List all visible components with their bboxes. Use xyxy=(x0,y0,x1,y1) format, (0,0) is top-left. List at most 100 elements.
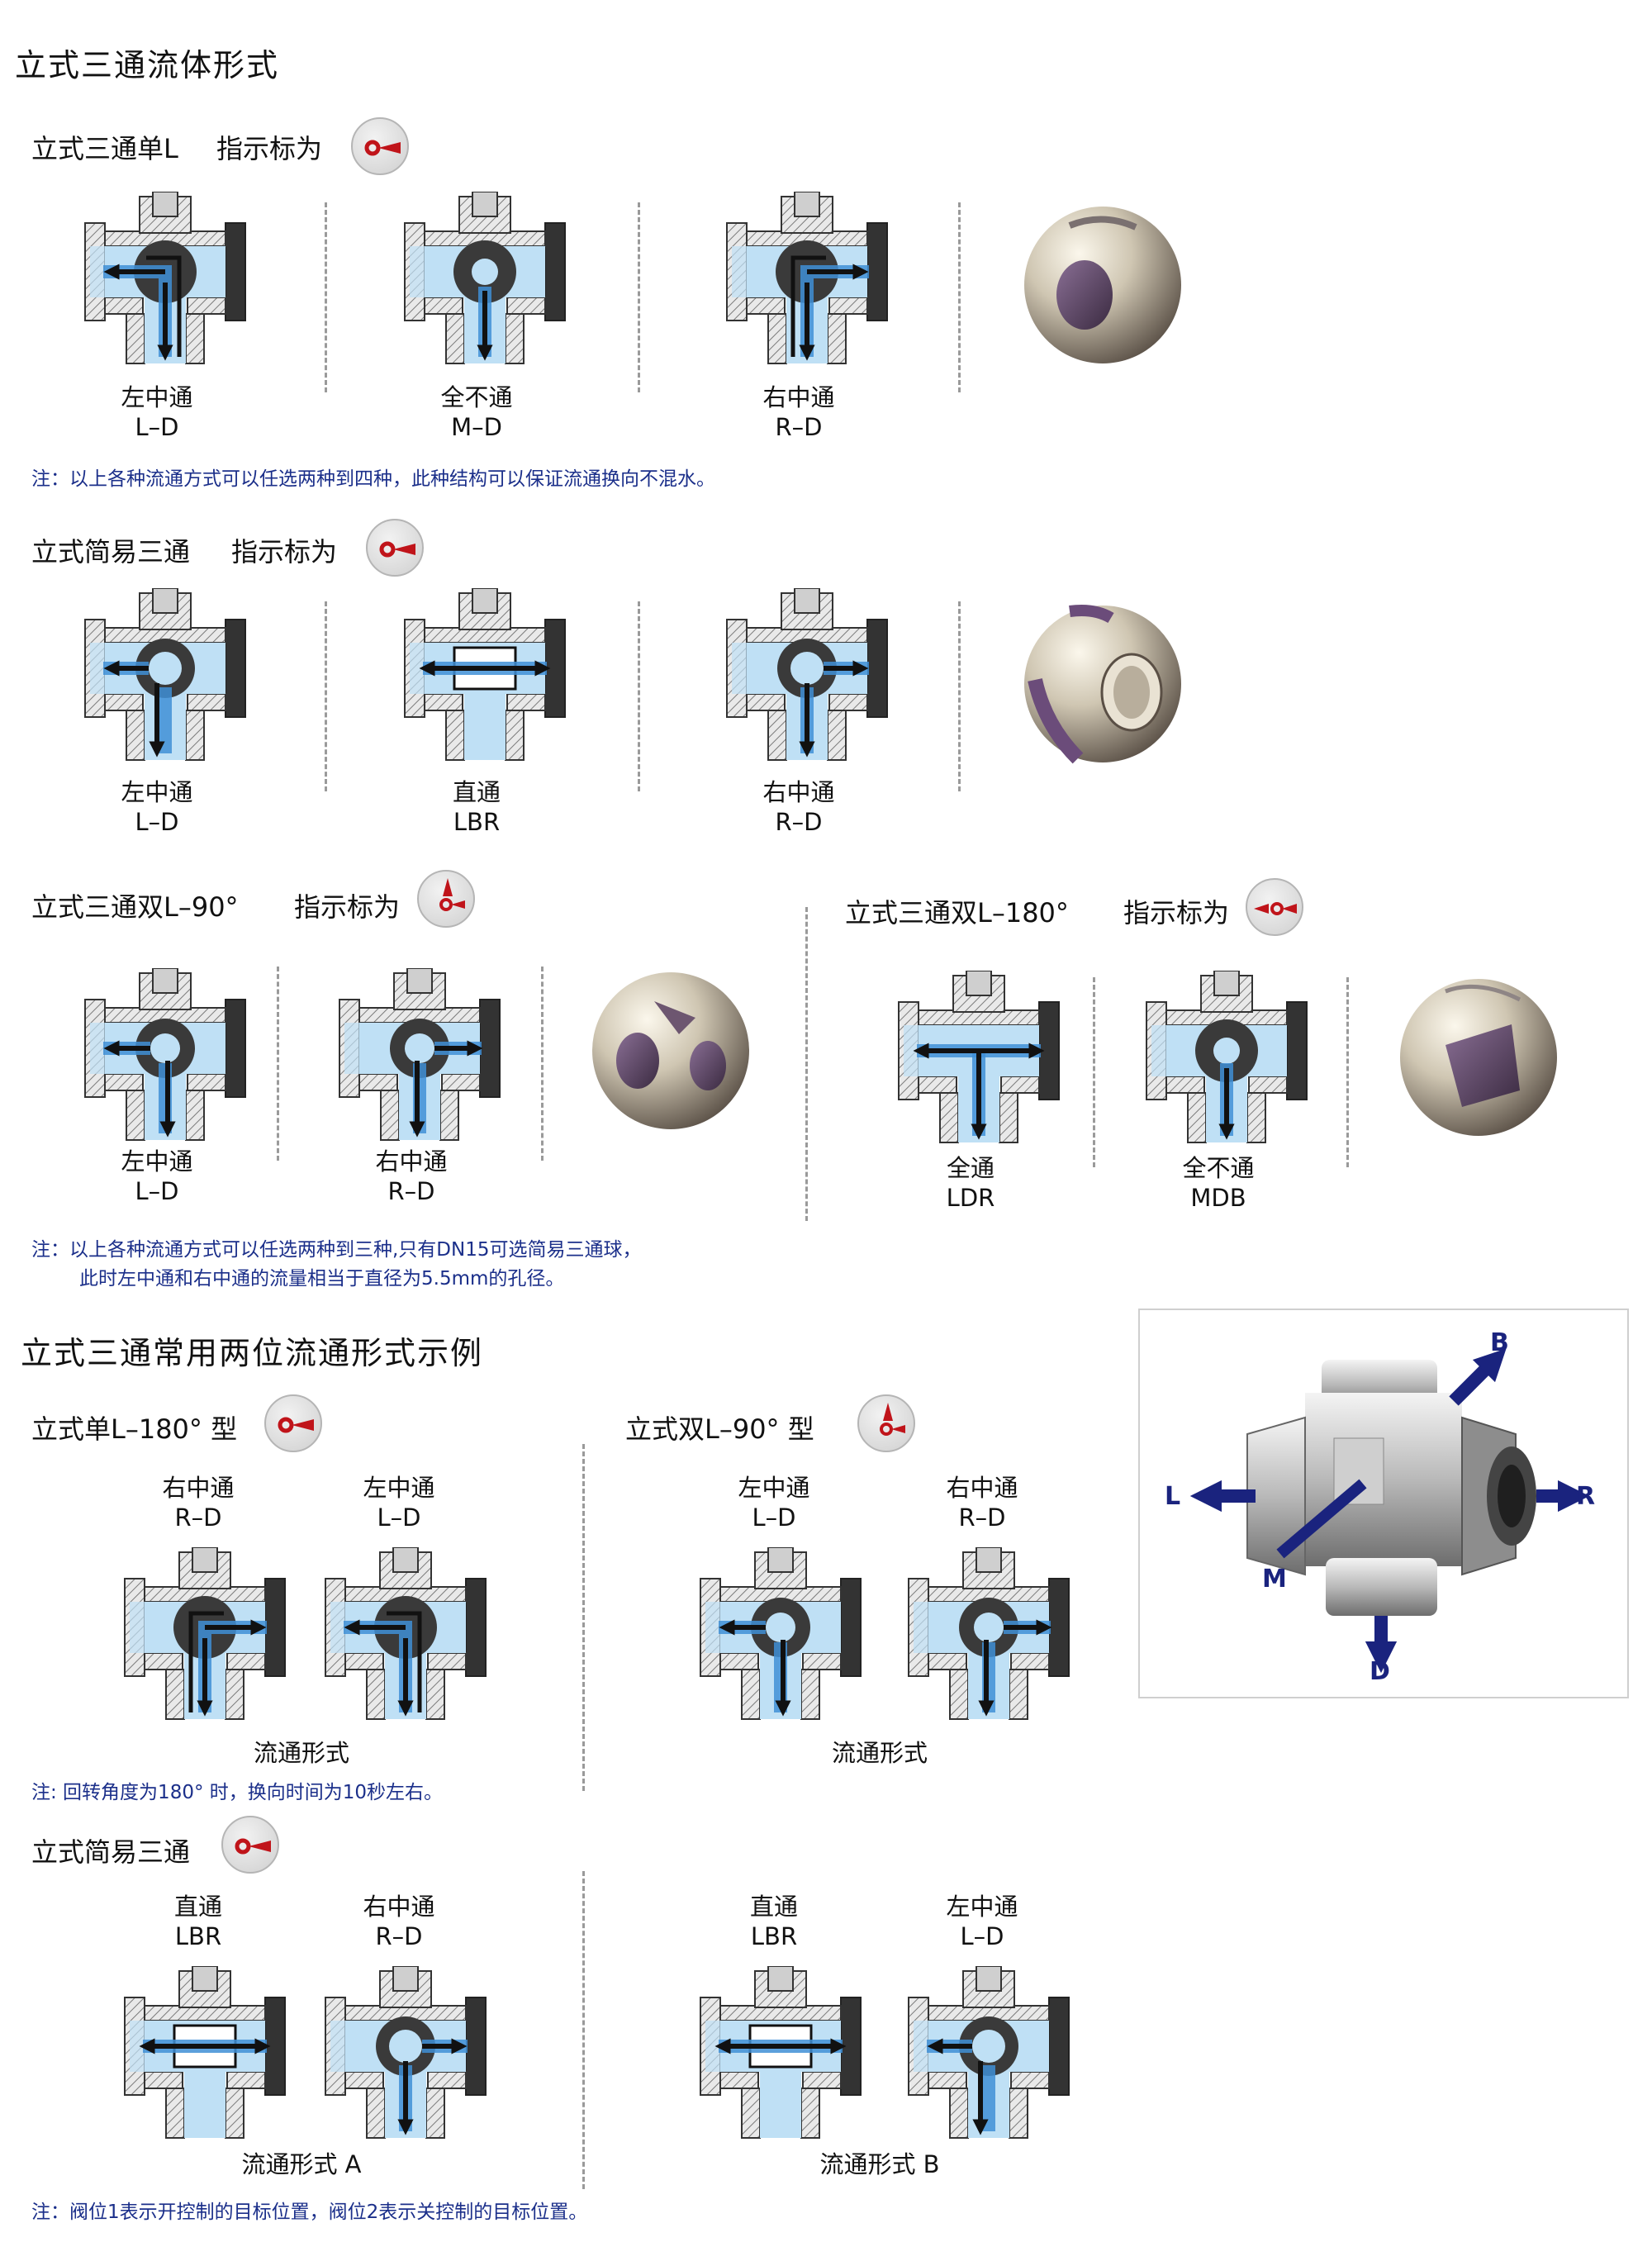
valve-diagram xyxy=(1132,970,1322,1152)
valve-diagram xyxy=(70,587,260,769)
valve-name: 右中通 xyxy=(762,383,835,411)
divider xyxy=(582,1444,585,1791)
indicator-vertical-icon xyxy=(857,1394,915,1452)
valve-name: 直通 xyxy=(173,1893,222,1921)
section-heading: 立式三通双L–90° xyxy=(31,891,239,923)
direction-label-b: B xyxy=(1490,1328,1509,1357)
valve-section-svg xyxy=(726,191,888,364)
valve-section-svg xyxy=(84,191,246,364)
valve-name: 全不通 xyxy=(440,383,513,411)
note: 注：以上各种流通方式可以任选两种到三种,只有DN15可选简易三通球， xyxy=(31,1239,642,1261)
valve-code: L–D xyxy=(135,413,179,441)
valve-code: LDR xyxy=(946,1184,995,1212)
valve-section-svg xyxy=(700,1965,862,2139)
valve-name: 左中通 xyxy=(363,1474,435,1502)
note: 注：以上各种流通方式可以任选两种到四种，此种结构可以保证流通换向不混水。 xyxy=(31,468,715,490)
section-heading: 立式简易三通 xyxy=(31,1836,191,1868)
valve-diagram xyxy=(686,1965,876,2147)
section-title: 立式三通常用两位流通形式示例 xyxy=(21,1335,484,1371)
indicator-horizontal-icon xyxy=(366,519,424,577)
divider xyxy=(325,601,327,791)
indicator-label: 指示标为 xyxy=(294,891,401,923)
valve-name: 右中通 xyxy=(375,1147,448,1176)
valve-diagram xyxy=(894,1965,1084,2147)
section-heading: 立式简易三通 xyxy=(31,536,191,568)
valve-diagram xyxy=(325,967,515,1149)
valve-diagram xyxy=(894,1546,1084,1728)
valve-code: MDB xyxy=(1190,1184,1246,1212)
divider xyxy=(325,202,327,392)
indicator-horizontal-icon xyxy=(351,117,409,175)
valve-code: R–D xyxy=(387,1177,435,1205)
valve-section-svg xyxy=(325,1546,487,1720)
valve-diagram xyxy=(712,191,902,373)
indicator-two-way-icon xyxy=(1246,878,1303,936)
ball-svg xyxy=(1024,207,1181,363)
ball-svg xyxy=(1400,979,1557,1136)
valve-diagram xyxy=(311,1965,501,2147)
divider xyxy=(958,601,961,791)
valve-name: 左中通 xyxy=(121,383,193,411)
valve-section-svg xyxy=(908,1965,1070,2139)
indicator-vertical-icon xyxy=(417,870,475,928)
valve-code: L–D xyxy=(960,1922,1004,1950)
section-heading: 立式单L–180° 型 xyxy=(31,1413,238,1445)
divider xyxy=(805,907,808,1221)
divider xyxy=(582,1871,585,2189)
valve-code: M–D xyxy=(451,413,502,441)
valve-name: 直通 xyxy=(452,778,501,806)
valve-code: LBR xyxy=(453,808,501,836)
caption: 流通形式 A xyxy=(241,2150,362,2178)
ball-image xyxy=(588,968,753,1137)
valve-diagram xyxy=(311,1546,501,1728)
section-heading: 立式双L–90° 型 xyxy=(625,1413,814,1445)
indicator-label: 指示标为 xyxy=(1123,897,1230,929)
valve-code: R–D xyxy=(775,808,823,836)
valve-code: R–D xyxy=(775,413,823,441)
valve-name: 全不通 xyxy=(1182,1154,1255,1182)
valve-name: 左中通 xyxy=(946,1893,1018,1921)
direction-label-m: M xyxy=(1262,1565,1287,1594)
valve-code: L–D xyxy=(135,1177,179,1205)
note: 此时左中通和右中通的流量相当于直径为5.5mm的孔径。 xyxy=(79,1268,565,1290)
valve-code: L–D xyxy=(752,1503,796,1532)
valve-diagram xyxy=(110,1965,300,2147)
valve-name: 直通 xyxy=(749,1893,798,1921)
valve-name: 右中通 xyxy=(363,1893,435,1921)
valve-section-svg xyxy=(404,587,566,761)
valve-diagram xyxy=(390,587,580,769)
note: 注：阀位1表示开控制的目标位置，阀位2表示关控制的目标位置。 xyxy=(31,2202,588,2223)
note: 注: 回转角度为180° 时，换向时间为10秒左右。 xyxy=(31,1782,444,1803)
ball-image xyxy=(1020,202,1185,371)
ball-svg xyxy=(1024,605,1181,764)
valve-section-svg xyxy=(84,587,246,761)
valve-diagram xyxy=(884,970,1074,1152)
valve-name: 右中通 xyxy=(946,1474,1018,1502)
divider xyxy=(638,601,640,791)
caption: 流通形式 xyxy=(253,1739,349,1767)
divider xyxy=(958,202,961,392)
valve-code: L–D xyxy=(377,1503,421,1532)
indicator-horizontal-icon xyxy=(264,1394,322,1452)
valve-code: R–D xyxy=(375,1922,423,1950)
valve-code: L–D xyxy=(135,808,179,836)
direction-label-d: D xyxy=(1370,1657,1390,1686)
divider xyxy=(1346,977,1349,1167)
product-photo: B L R M D xyxy=(1138,1309,1629,1698)
valve-section-svg xyxy=(325,1965,487,2139)
valve-diagram xyxy=(70,967,260,1149)
valve-code: LBR xyxy=(750,1922,798,1950)
valve-name: 左中通 xyxy=(738,1474,810,1502)
valve-section-svg xyxy=(84,967,246,1141)
valve-diagram xyxy=(686,1546,876,1728)
valve-diagram xyxy=(390,191,580,373)
valve-section-svg xyxy=(339,967,501,1141)
valve-section-svg xyxy=(124,1546,286,1720)
valve-section-svg xyxy=(1146,970,1308,1143)
divider xyxy=(277,967,279,1161)
valve-section-svg xyxy=(726,587,888,761)
valve-name: 右中通 xyxy=(162,1474,235,1502)
valve-name: 左中通 xyxy=(121,1147,193,1176)
divider xyxy=(1093,977,1095,1167)
valve-section-svg xyxy=(700,1546,862,1720)
